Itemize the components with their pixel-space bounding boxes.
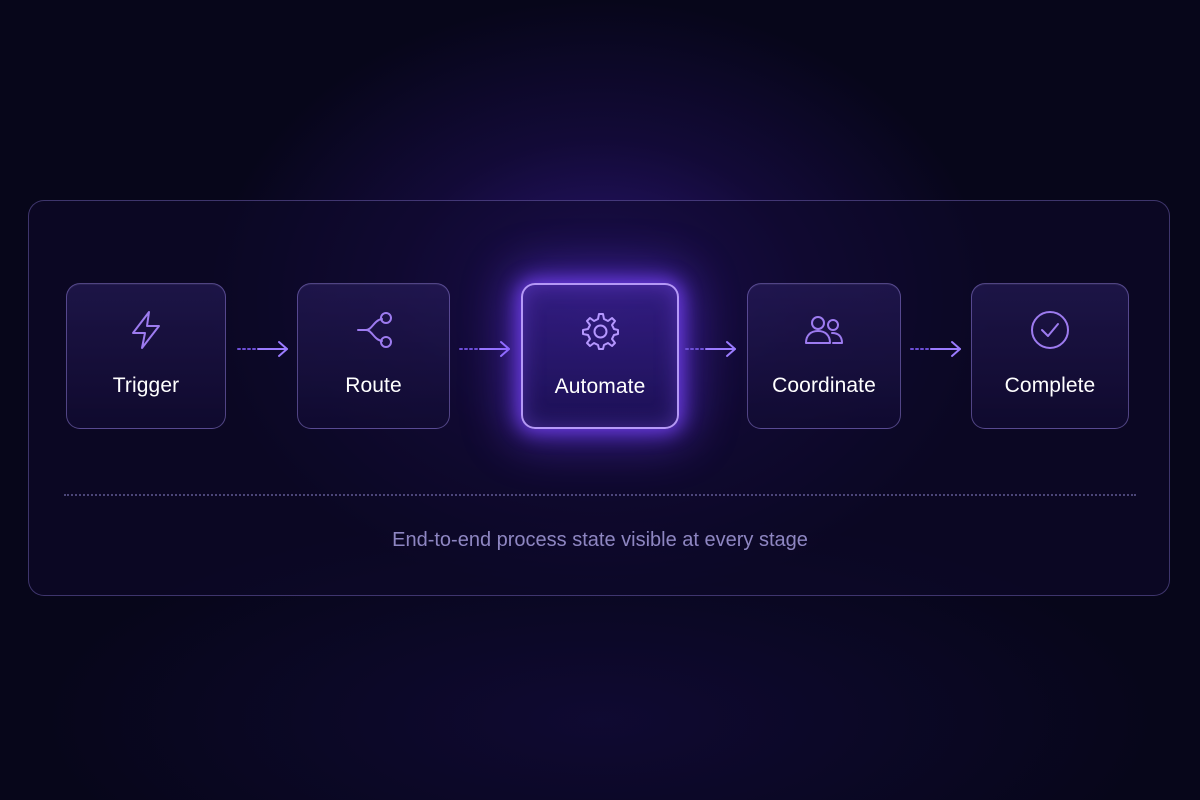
- gear-icon: [578, 309, 622, 353]
- step-coordinate[interactable]: Coordinate: [747, 283, 901, 429]
- users-icon: [802, 308, 846, 352]
- lightning-bolt-icon: [124, 308, 168, 352]
- step-automate[interactable]: Automate: [521, 283, 679, 429]
- step-coordinate-label: Coordinate: [772, 374, 876, 397]
- step-complete-label: Complete: [1004, 374, 1096, 397]
- step-complete[interactable]: Complete: [971, 283, 1129, 429]
- check-circle-icon: [1028, 308, 1072, 352]
- arrow-connector: [909, 338, 963, 360]
- step-route[interactable]: Route: [297, 283, 450, 429]
- arrow-connector: [236, 338, 290, 360]
- caption-text: End-to-end process state visible at ever…: [392, 529, 808, 551]
- step-automate-label: Automate: [554, 375, 646, 398]
- step-trigger[interactable]: Trigger: [66, 283, 226, 429]
- arrow-connector: [684, 338, 738, 360]
- dotted-divider: [64, 494, 1136, 496]
- step-trigger-label: Trigger: [112, 374, 180, 397]
- arrow-connector: [458, 338, 512, 360]
- step-route-label: Route: [345, 374, 402, 397]
- branch-route-icon: [352, 308, 396, 352]
